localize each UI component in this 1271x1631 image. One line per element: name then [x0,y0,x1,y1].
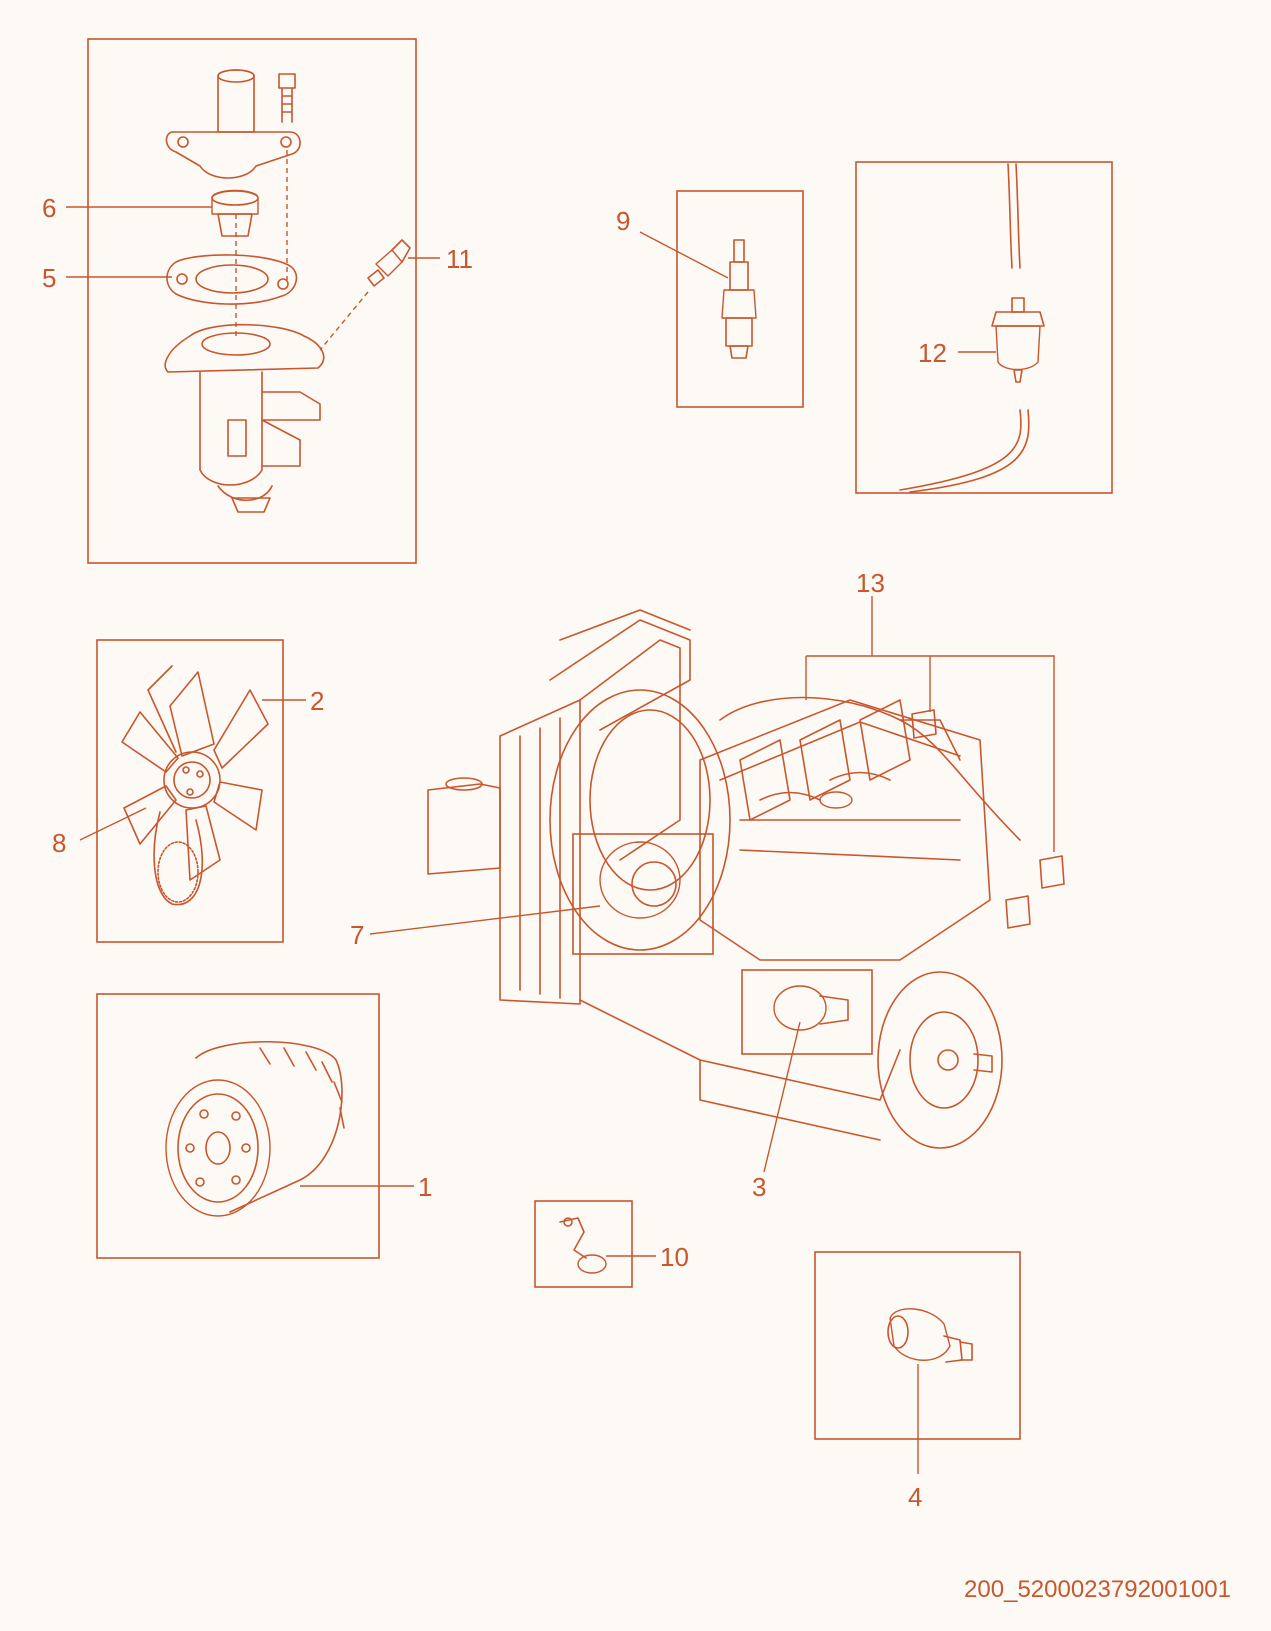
oil-filter-drawing [165,1040,414,1217]
callout-8: 8 [52,828,66,858]
thermostat-housing-box [87,38,417,564]
callout-9: 9 [616,206,630,236]
bracket-drawing [559,1217,656,1274]
oil-filter-box [96,993,380,1259]
callout-2: 2 [310,686,324,716]
callout-1: 1 [418,1172,432,1202]
spark-plug-drawing [639,231,757,359]
callout-5: 5 [42,263,56,293]
reference-code: 200_5200023792001001 [964,1576,1231,1603]
callout-12: 12 [918,338,947,368]
engine-assembly-drawing [369,596,1065,1173]
thermostat-housing-drawing [66,69,440,513]
callout-11: 11 [446,244,473,274]
spark-plug-box [676,190,804,408]
callout-7: 7 [350,920,364,950]
fuel-filter-drawing [899,163,1045,493]
callout-4: 4 [908,1482,922,1512]
callout-3: 3 [752,1172,766,1202]
pressure-switch-drawing [887,1308,973,1474]
callout-6: 6 [42,193,56,223]
fan-box [96,639,284,943]
fuel-filter-box [855,161,1113,494]
bracket-box [534,1200,633,1288]
callout-13: 13 [856,568,885,598]
fan-drawing [79,665,306,906]
callout-10: 10 [660,1242,689,1272]
